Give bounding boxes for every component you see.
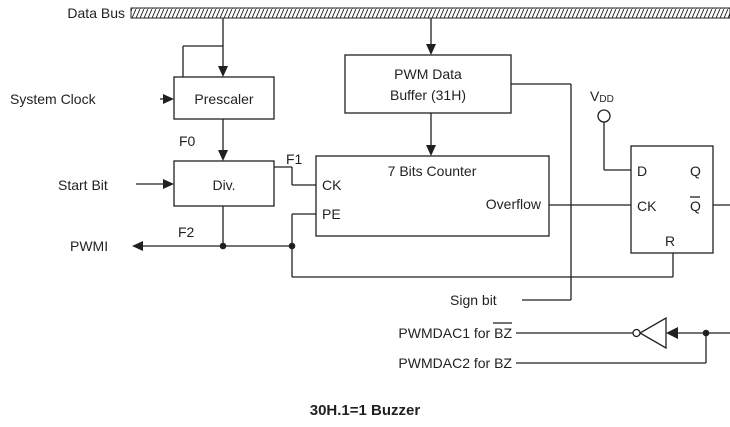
wire-buffer-to-counter — [426, 113, 436, 156]
seven-bit-counter-block: 7 Bits Counter CK PE Overflow — [315, 155, 550, 237]
prescaler-block: Prescaler — [173, 76, 275, 120]
pwmdac1-label: PWMDAC1 for BZ — [398, 325, 512, 341]
prescaler-label: Prescaler — [194, 91, 253, 107]
buzzer-output-stage: PWMDAC1 for BZ PWMDAC2 for BZ — [398, 316, 730, 371]
diagram-caption: 30H.1=1 Buzzer — [310, 402, 421, 419]
pwm-data-buffer-block: PWM Data Buffer (31H) — [344, 54, 512, 114]
sign-bit-label: Sign bit — [450, 292, 497, 308]
counter-title: 7 Bits Counter — [388, 163, 477, 179]
pwmi-label: PWMI — [70, 238, 108, 254]
system-clock-label: System Clock — [10, 91, 97, 107]
counter-overflow-label: Overflow — [486, 196, 542, 212]
wire-f1: F1 — [274, 151, 316, 186]
start-bit-input: Start Bit — [58, 177, 174, 193]
data-bus: Data Bus — [67, 5, 730, 21]
data-bus-label: Data Bus — [67, 5, 125, 21]
vdd-label: VDD — [590, 88, 614, 105]
divider-label: Div. — [212, 177, 235, 193]
wire-f0: F0 — [179, 119, 228, 161]
counter-pe-label: PE — [322, 206, 341, 222]
wire-bus-to-pwm-buffer — [426, 18, 436, 55]
ff-d-label: D — [637, 163, 647, 179]
system-clock-input: System Clock — [10, 91, 174, 107]
ff-qbar-label: Q — [690, 198, 701, 214]
wire-f2-pwmi: F2 PWMI — [70, 206, 296, 254]
wire-bus-to-prescaler — [182, 18, 228, 77]
pwm-buffer-line1: PWM Data — [394, 66, 462, 82]
f0-label: F0 — [179, 133, 196, 149]
f1-label: F1 — [286, 151, 303, 167]
d-flip-flop-block: D Q CK Q R — [630, 145, 730, 254]
wire-pe-reset — [291, 213, 674, 278]
pwm-buffer-line2: Buffer (31H) — [390, 87, 466, 103]
ff-ck-label: CK — [637, 198, 657, 214]
vdd-supply: VDD — [590, 88, 631, 171]
ff-r-label: R — [665, 233, 675, 249]
ff-q-label: Q — [690, 163, 701, 179]
f2-label: F2 — [178, 224, 195, 240]
counter-ck-label: CK — [322, 177, 342, 193]
pwmdac2-label: PWMDAC2 for BZ — [398, 355, 512, 371]
start-bit-label: Start Bit — [58, 177, 108, 193]
sign-bit-line: Sign bit — [450, 83, 572, 308]
inverter-icon — [638, 316, 667, 350]
divider-block: Div. — [173, 160, 275, 207]
